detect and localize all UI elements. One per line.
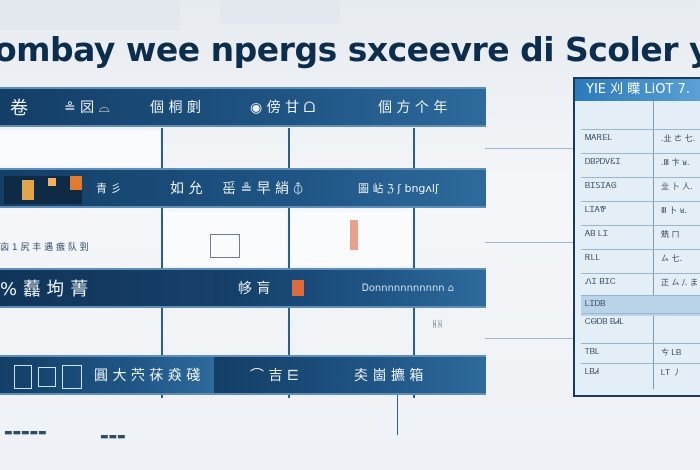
row-item: 如 允 <box>170 181 203 197</box>
row-item: 㚐 崮 㩠 箱 <box>354 368 424 384</box>
panel-row-value: ᏞᎢ 丿 <box>661 368 681 377</box>
note-text: 㐫 1 尻 丰 遇 瘯 队 剄 <box>0 243 89 253</box>
machine-icon <box>210 234 240 258</box>
building-icon <box>4 176 82 204</box>
note-text: ▬▬▬ <box>100 432 126 442</box>
panel-row: ᏞᏆᎪᏈ Ⅲ 卜 ᴚ. <box>581 201 700 222</box>
marker-icon <box>350 220 358 250</box>
panel-row-value: Ⅲ 卜 ᴚ. <box>661 206 687 215</box>
panel-row: ᏞᏆᎠᏴ <box>581 295 700 316</box>
panel-row-value: .㐀 ㄜ 七. <box>661 134 696 143</box>
panel-row: ᏁᏆ ᏴᏆᏟ 正 ㄙ ∕. ま <box>581 273 700 294</box>
info-panel: YIE 刈 瞸 LiOT 7. ᎷᎪᎡᎬᏞ .㐀 ㄜ 七. ᎠᏴᎮᎠᏙᏋᏆ .Ⅲ 卞 … <box>573 77 700 397</box>
connector-line <box>485 338 575 339</box>
row-item: 圖 岾 ℨ ʃ bngʌlʃ <box>358 182 439 195</box>
row-item: Ꭰonnnnnnnnnnn ⌂ <box>362 282 455 294</box>
document-icon <box>292 280 304 296</box>
row-item: 個 桐 剫 <box>150 100 201 116</box>
devices-icon <box>2 363 82 389</box>
panel-row: ᎠᏴᎮᎠᏙᏋᏆ .Ⅲ 卞 ᴚ. <box>581 153 700 174</box>
connector-line <box>288 128 290 398</box>
note-text: ▬▬▬▬▬ <box>4 428 47 438</box>
column-divider <box>653 101 654 389</box>
panel-row-value: .Ⅲ 卞 ᴚ. <box>661 158 690 167</box>
row-label: 卷 <box>10 98 28 119</box>
panel-row-label: ᏟᎾᎠᏴ ᏴᏗᏞ <box>585 317 625 326</box>
connector-line <box>485 148 575 149</box>
row-bar-1[interactable]: 卷 ≗ 㘝 ⌓ 個 桐 剫 ◉ 傍 甘 ᗝ 個 方 个 年 <box>0 87 486 127</box>
row-item: ⻘ 彡 <box>96 182 122 195</box>
panel-row: ᏟᎾᎠᏴ ᏴᏗᏞ <box>581 313 700 334</box>
panel-row-label: ᎷᎪᎡᎬᏞ <box>585 133 613 142</box>
panel-row-label: ᏞᏆᎪᏈ <box>585 205 607 214</box>
row-item: 䍃 ≗ 早 綃 ⦽ <box>222 181 303 197</box>
panel-row-value: ㄘ ᏞᏴ <box>661 348 682 357</box>
panel-row-label: ᏞᏆᎠᏴ <box>585 299 606 308</box>
connector-line <box>485 242 575 243</box>
panel-row-label: ᏞᏴᏗ <box>585 367 599 376</box>
panel-row-label: ᎢᏴᏞ <box>585 347 600 356</box>
row-bar-3-left[interactable]: % 䖃 坸 菁 <box>0 268 214 308</box>
grid-cell <box>0 130 160 166</box>
bg-decoration <box>220 0 340 24</box>
panel-row-label: ᎡᏞᏞ <box>585 253 601 262</box>
row-item: 㡅 肓 <box>238 281 271 297</box>
row-label: % 䖃 坸 菁 <box>0 279 89 300</box>
connector-line <box>161 128 163 398</box>
connector-line <box>413 128 415 398</box>
row-bar-2[interactable]: ⻘ 彡 如 允 䍃 ≗ 早 綃 ⦽ 圖 岾 ℨ ʃ bngʌlʃ <box>0 168 486 208</box>
page-title: ombay wee npergs sxceevre di Scoler ye <box>0 30 700 69</box>
panel-row: ᏴᏆᏚᏆᎪᎶ 㐀 卜 人. <box>581 177 700 198</box>
row-item: ◉ 傍 甘 ᗝ <box>250 100 316 116</box>
panel-header: YIE 刈 瞸 LiOT 7. <box>575 79 700 101</box>
row-item: 圓 大 茓 茠 猋 碊 <box>94 368 201 384</box>
row-item: ⌒ 吉 ⋿ <box>250 368 300 384</box>
panel-row: ᎢᏴᏞ ㄘ ᏞᏴ <box>581 343 700 364</box>
panel-row: ᏞᏴᏗ ᏞᎢ 丿 <box>581 363 700 384</box>
panel-row-value: 兟 ㄇ <box>661 230 680 239</box>
panel-row-value: ㄙ 七. <box>661 254 683 263</box>
panel-row-value: 㐀 卜 人. <box>661 182 693 191</box>
row-item: ≗ 㘝 ⌓ <box>64 100 110 116</box>
note-text: ᚺᚺ <box>432 320 443 330</box>
panel-row-label: ᏴᏆᏚᏆᎪᎶ <box>585 181 617 190</box>
panel-row-value: 正 ㄙ ∕. ま <box>661 278 698 287</box>
panel-row-label: ᎠᏴᎮᎠᏙᏋᏆ <box>585 157 621 166</box>
panel-row: ᎷᎪᎡᎬᏞ .㐀 ㄜ 七. <box>581 129 700 150</box>
panel-row: ᎪᏴ ᏞᏆ 兟 ㄇ <box>581 225 700 246</box>
row-bar-3-right[interactable]: 㡅 肓 Ꭰonnnnnnnnnnn ⌂ <box>214 268 486 308</box>
panel-row: ᎡᏞᏞ ㄙ 七. <box>581 249 700 270</box>
bg-decoration <box>0 0 180 30</box>
row-item: 個 方 个 年 <box>378 100 448 116</box>
row-bar-4-left[interactable]: 圓 大 茓 茠 猋 碊 <box>0 355 214 395</box>
connector-line <box>397 395 398 435</box>
row-bar-4-right[interactable]: ⌒ 吉 ⋿ 㚐 崮 㩠 箱 <box>214 355 486 395</box>
panel-row-label: ᎪᏴ ᏞᏆ <box>585 229 608 238</box>
panel-row-label: ᏁᏆ ᏴᏆᏟ <box>585 277 616 286</box>
